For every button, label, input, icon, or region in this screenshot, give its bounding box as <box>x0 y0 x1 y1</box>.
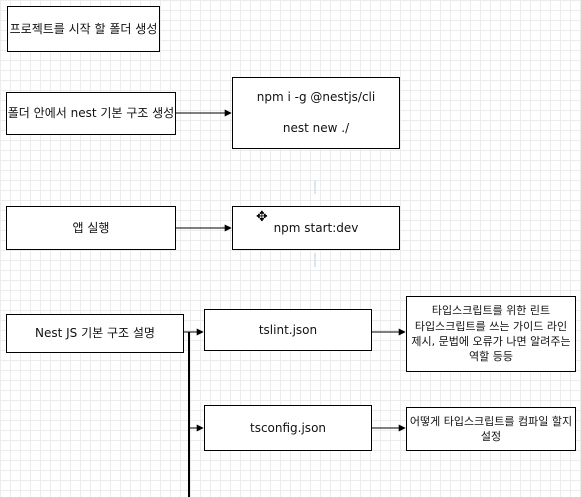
tsconfig-desc-line-1: 어떻게 타입스크립트를 컴파일 할지 <box>409 414 573 428</box>
node-run-app[interactable]: 앱 실행 <box>6 206 176 250</box>
node-npm-start-label: npm start:dev <box>273 220 359 235</box>
selection-guide-bottom <box>314 253 316 267</box>
cli-command-install: npm i -g @nestjs/cli <box>256 90 376 105</box>
node-start-project-label: 프로젝트를 시작 할 폴더 생성 <box>9 21 158 36</box>
node-npm-start[interactable]: npm start:dev <box>232 206 400 250</box>
selection-guide-top <box>314 180 316 194</box>
node-nest-structure[interactable]: Nest JS 기본 구조 설명 <box>6 314 184 353</box>
node-nest-setup-label: 폴더 안에서 nest 기본 구조 생성 <box>7 106 175 121</box>
tslint-desc-line-4: 역할 등등 <box>469 350 513 364</box>
tslint-desc-line-1: 타입스크립트를 위한 린트 <box>431 304 551 318</box>
node-start-project[interactable]: 프로젝트를 시작 할 폴더 생성 <box>7 6 160 52</box>
node-tsconfig[interactable]: tsconfig.json <box>204 405 372 451</box>
node-tslint-label: tslint.json <box>258 322 318 337</box>
node-nest-setup[interactable]: 폴더 안에서 nest 기본 구조 생성 <box>6 92 176 135</box>
cli-command-new: nest new ./ <box>282 121 350 135</box>
node-tsconfig-label: tsconfig.json <box>249 420 327 435</box>
node-tslint-desc[interactable]: 타입스크립트를 위한 린트 타입스크립트를 쓰는 가이드 라인 제시, 문법에 … <box>406 296 576 372</box>
node-tsconfig-desc[interactable]: 어떻게 타입스크립트를 컴파일 할지 설정 <box>406 407 576 451</box>
move-cursor-icon: ✥ <box>256 209 268 225</box>
node-cli-commands[interactable]: npm i -g @nestjs/cli nest new ./ <box>232 77 400 149</box>
node-run-app-label: 앱 실행 <box>72 220 110 235</box>
tslint-desc-line-2: 타입스크립트를 쓰는 가이드 라인 <box>414 319 568 333</box>
tsconfig-desc-line-2: 설정 <box>480 430 502 443</box>
tslint-desc-line-3: 제시, 문법에 오류가 나면 알려주는 <box>411 335 571 348</box>
node-tslint[interactable]: tslint.json <box>204 309 372 351</box>
node-nest-structure-label: Nest JS 기본 구조 설명 <box>35 326 155 341</box>
